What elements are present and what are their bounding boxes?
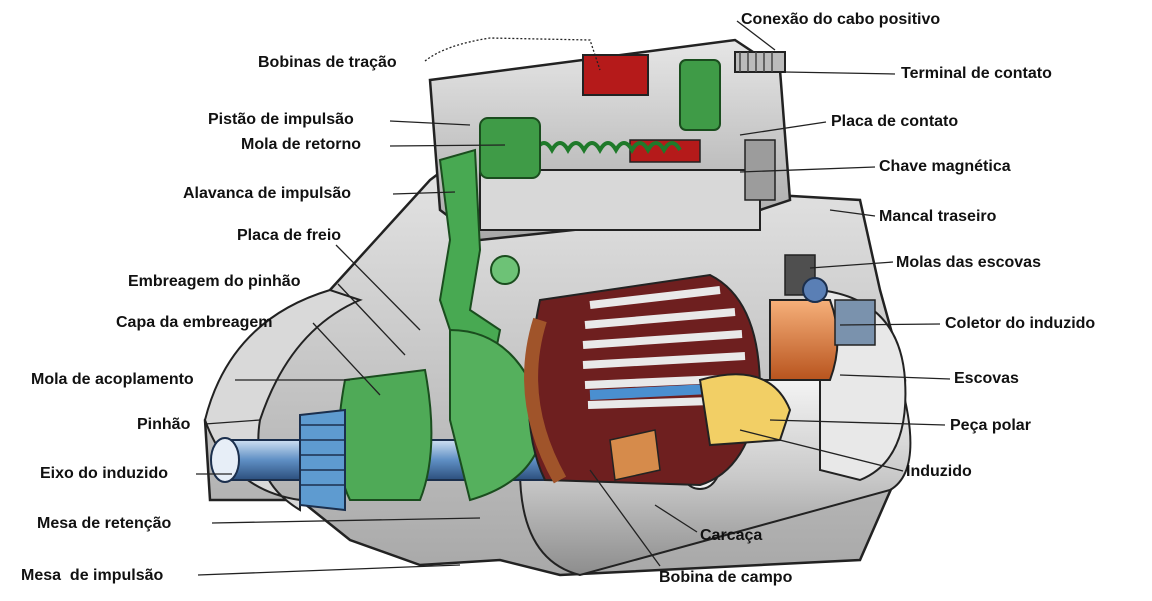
label-terminal-contato: Terminal de contato [901,65,1052,82]
label-chave-magnetica: Chave magnética [879,158,1011,175]
label-placa-freio: Placa de freio [237,227,342,244]
solenoid [428,38,792,242]
drive-lever [438,148,520,357]
label-mancal-traseiro: Mancal traseiro [879,208,997,225]
label-mesa-impulsao: Mesa de impulsão [21,567,164,584]
label-pistao-impulsao: Pistão de impulsão [208,111,354,128]
label-pinhao: Pinhão [137,416,191,433]
label-embreagem-pinhao: Embreagem do pinhão [128,273,301,290]
label-conexao-cabo-positivo: Conexão do cabo positivo [741,11,941,28]
pinion-assembly [210,328,551,512]
label-escovas: Escovas [954,370,1019,387]
label-capa-embreagem: Capa da embreagem [116,314,273,331]
label-mola-acoplamento: Mola de acoplamento [31,371,194,388]
label-placa-contato: Placa de contato [831,113,959,130]
label-bobina-campo: Bobina de campo [659,569,793,586]
label-eixo-induzido: Eixo do induzido [40,465,168,482]
label-molas-escovas: Molas das escovas [896,254,1041,271]
armature [524,273,762,487]
label-mola-retorno: Mola de retorno [241,136,362,153]
label-induzido: Induzido [906,463,972,480]
label-peca-polar: Peça polar [950,417,1031,434]
label-alavanca-impulsao: Alavanca de impulsão [183,185,352,202]
label-bobinas-tracao: Bobinas de tração [258,54,397,71]
label-mesa-retencao: Mesa de retenção [37,515,172,532]
label-carcaca: Carcaça [700,527,763,544]
leader-lines [196,20,951,576]
commutator [769,254,876,381]
label-coletor-induzido: Coletor do induzido [945,315,1096,332]
field-coil [609,429,661,481]
